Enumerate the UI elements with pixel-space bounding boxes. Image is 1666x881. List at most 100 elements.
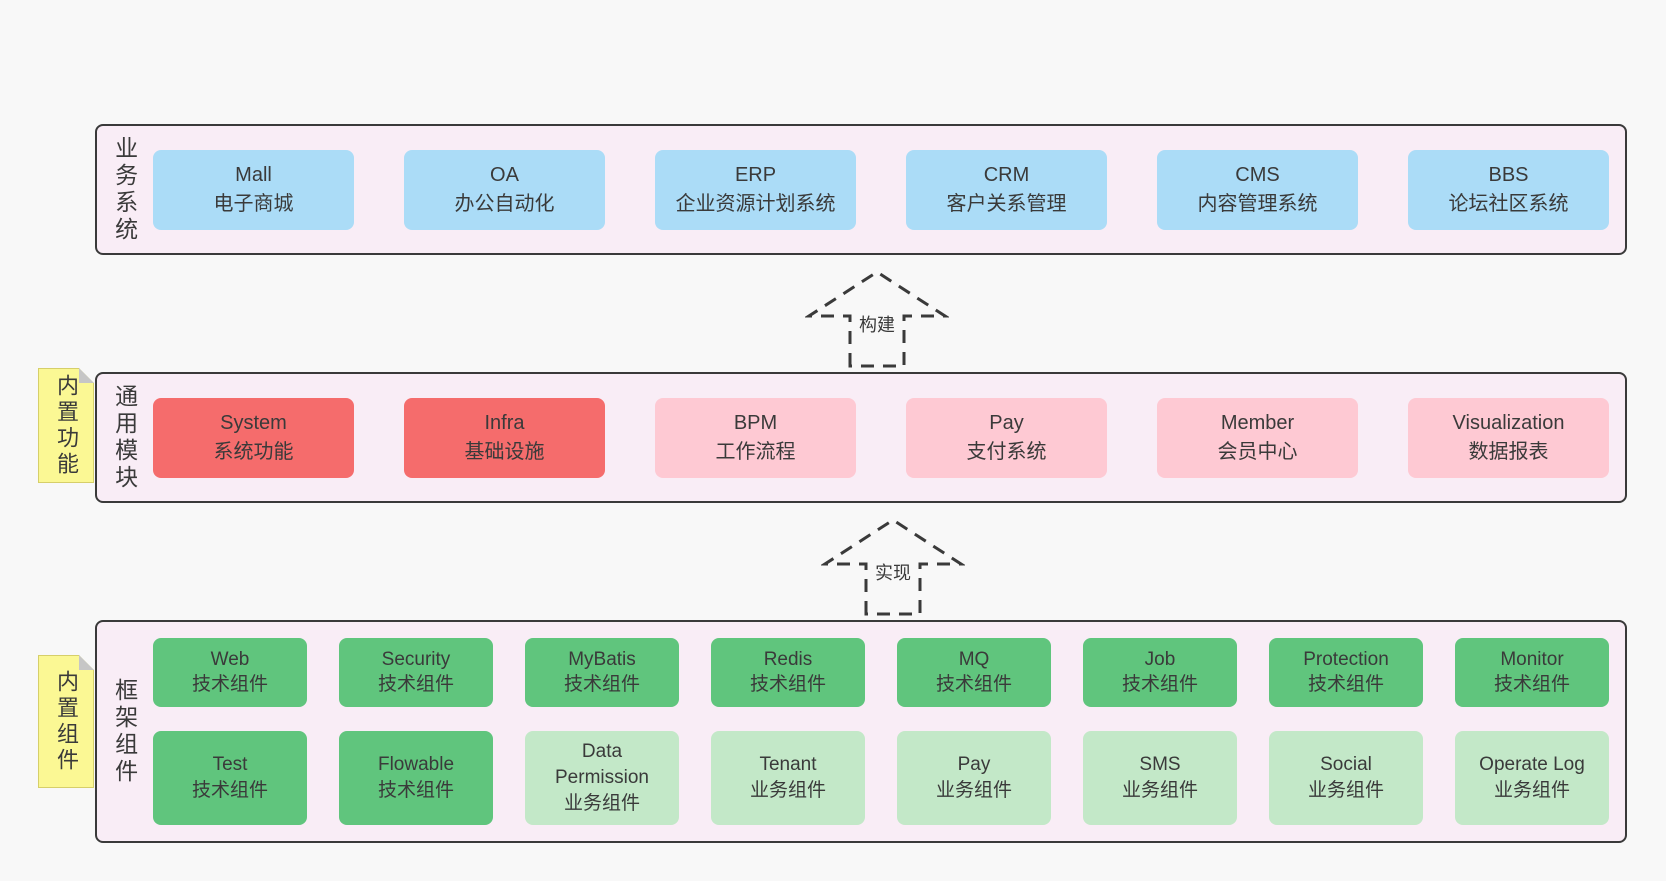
node-title: Job [1144,648,1176,670]
node-title: Security [381,648,451,670]
node-system: System 系统功能 [153,397,354,478]
node-title: Infra [484,412,525,435]
node-title: MyBatis [568,648,636,670]
node-subtitle: 业务组件 [1493,779,1570,801]
node-bbs: BBS 论坛社区系统 [1408,149,1609,230]
node-title: Flowable [377,754,455,776]
node-title: MQ [958,648,990,670]
node-infra: Infra 基础设施 [404,397,605,478]
module-boxes-row: System 系统功能 Infra 基础设施 BPM 工作流程 Pay 支付系统… [151,374,1625,501]
node-title: CRM [983,164,1030,187]
sticky-note-builtin-functions: 内置功能 [38,368,94,483]
node-oa: OA 办公自动化 [404,149,605,230]
node-subtitle: 技术组件 [191,779,268,801]
node-subtitle: 技术组件 [1121,674,1198,696]
node-crm: CRM 客户关系管理 [906,149,1107,230]
node-subtitle: 工作流程 [715,440,796,463]
node-subtitle: 业务组件 [563,792,640,814]
node-subtitle: 系统功能 [213,440,294,463]
node-sms: SMS 业务组件 [1083,730,1237,825]
layer-common-modules: 通用模块 System 系统功能 Infra 基础设施 BPM 工作流程 Pay… [95,372,1627,503]
node-title: Redis [763,648,813,670]
node-title: Protection [1303,648,1389,670]
node-title: Social [1320,754,1372,776]
node-monitor: Monitor 技术组件 [1455,638,1609,707]
node-pay-system: Pay 支付系统 [906,397,1107,478]
sticky-note-text: 内置组件 [54,669,79,774]
node-test: Test 技术组件 [153,730,307,825]
node-subtitle: 技术组件 [563,674,640,696]
arrow-build-label: 构建 [853,310,901,338]
layer-framework-components: 框架组件 Web 技术组件 Security 技术组件 MyBatis 技术组件… [95,620,1627,843]
node-member: Member 会员中心 [1157,397,1358,478]
node-subtitle: 业务组件 [1307,779,1384,801]
node-social: Social 业务组件 [1269,730,1423,825]
node-subtitle: 会员中心 [1217,440,1298,463]
node-subtitle: 电子商城 [213,192,294,215]
layer-label-business: 业务系统 [111,135,138,244]
node-data-permission: Data Permission 业务组件 [525,730,679,825]
node-subtitle: 技术组件 [1307,674,1384,696]
node-title: Pay [989,412,1024,435]
node-subtitle: 业务组件 [749,779,826,801]
node-security: Security 技术组件 [339,638,493,707]
node-title: Data Permission [555,741,649,789]
node-title: Monitor [1500,648,1564,670]
business-boxes-row: Mall 电子商城 OA 办公自动化 ERP 企业资源计划系统 CRM 客户关系… [151,126,1625,253]
node-subtitle: 业务组件 [1121,779,1198,801]
node-subtitle: 支付系统 [966,440,1047,463]
node-title: Member [1220,412,1295,435]
layer-label-components: 框架组件 [111,677,138,786]
node-web: Web 技术组件 [153,638,307,707]
node-title: Pay [957,754,991,776]
node-title: OA [490,164,519,187]
node-cms: CMS 内容管理系统 [1157,149,1358,230]
node-title: Test [212,754,248,776]
layer-label-wrap: 业务系统 [97,126,151,253]
node-job: Job 技术组件 [1083,638,1237,707]
node-redis: Redis 技术组件 [711,638,865,707]
node-subtitle: 技术组件 [749,674,826,696]
up-arrow-icon [821,518,965,616]
node-flowable: Flowable 技术组件 [339,730,493,825]
node-title: Operate Log [1479,754,1585,776]
node-protection: Protection 技术组件 [1269,638,1423,707]
node-tenant: Tenant 业务组件 [711,730,865,825]
node-operate-log: Operate Log 业务组件 [1455,730,1609,825]
layer-business-systems: 业务系统 Mall 电子商城 OA 办公自动化 ERP 企业资源计划系统 CRM… [95,124,1627,255]
layer-label-modules: 通用模块 [111,383,138,492]
layer-label-wrap: 框架组件 [97,622,151,841]
node-subtitle: 客户关系管理 [946,192,1067,215]
node-title: BPM [733,412,778,435]
node-title: Web [210,648,250,670]
node-subtitle: 技术组件 [935,674,1012,696]
layer-label-wrap: 通用模块 [97,374,151,501]
node-subtitle: 技术组件 [377,674,454,696]
node-subtitle: 技术组件 [191,674,268,696]
node-bpm: BPM 工作流程 [655,397,856,478]
sticky-note-builtin-components: 内置组件 [38,655,94,788]
node-pay-component: Pay 业务组件 [897,730,1051,825]
node-subtitle: 业务组件 [935,779,1012,801]
node-title: System [220,412,287,435]
up-arrow-icon [805,270,949,368]
node-subtitle: 数据报表 [1468,440,1549,463]
node-title: ERP [734,164,777,187]
node-subtitle: 论坛社区系统 [1448,192,1569,215]
node-mq: MQ 技术组件 [897,638,1051,707]
node-subtitle: 技术组件 [377,779,454,801]
node-subtitle: 内容管理系统 [1197,192,1318,215]
node-mybatis: MyBatis 技术组件 [525,638,679,707]
node-title: Visualization [1452,412,1565,435]
component-boxes-grid: Web 技术组件 Security 技术组件 MyBatis 技术组件 Redi… [151,622,1625,841]
arrow-implement-label: 实现 [869,558,917,586]
node-subtitle: 技术组件 [1493,674,1570,696]
node-title: Tenant [759,754,817,776]
node-title: Mall [235,164,272,187]
sticky-note-text: 内置功能 [54,373,79,478]
node-title: SMS [1139,754,1181,776]
node-visualization: Visualization 数据报表 [1408,397,1609,478]
node-subtitle: 企业资源计划系统 [675,192,836,215]
node-title: BBS [1488,164,1529,187]
node-erp: ERP 企业资源计划系统 [655,149,856,230]
